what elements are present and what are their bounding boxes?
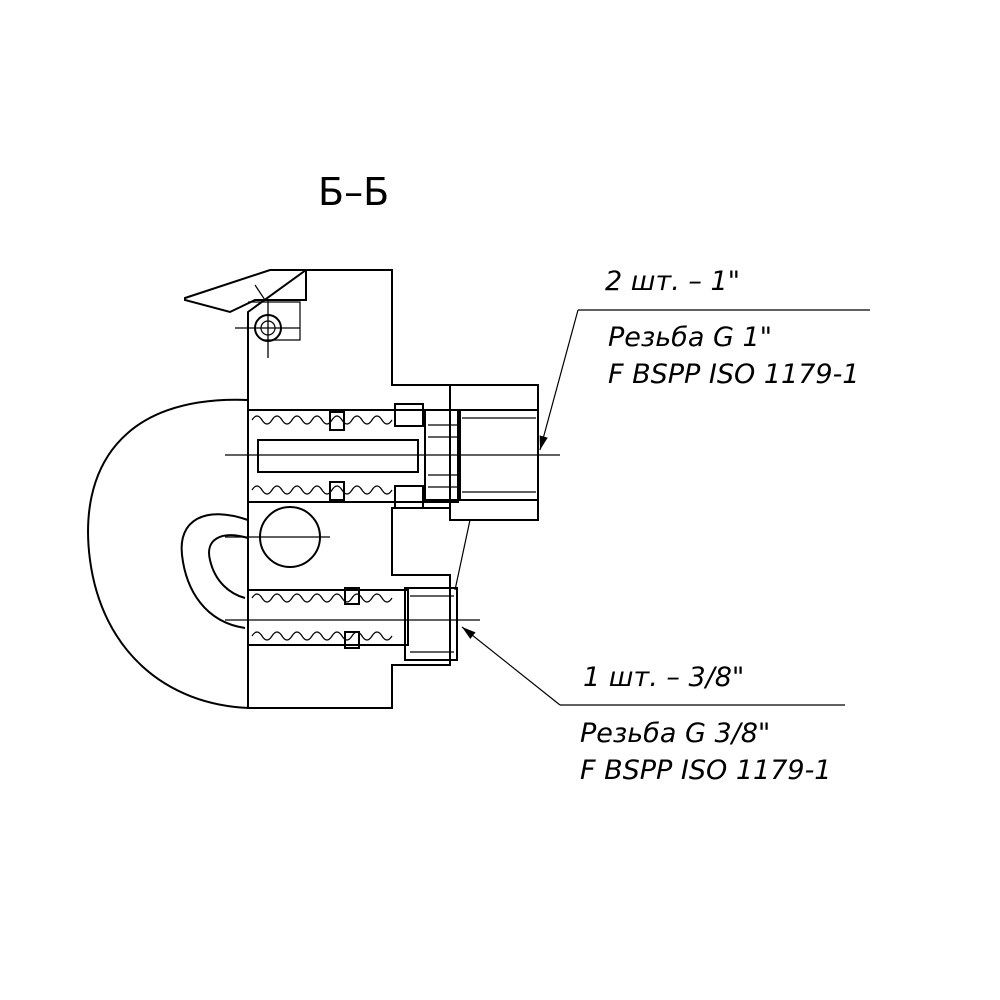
top-lever [184,269,307,314]
upper-seat-b [329,481,345,501]
lower-thread-label-2: F BSPP ISO 1179-1 [580,755,832,786]
upper-seat-a [329,411,345,431]
upper-qty-label: 2 шт. – 1" [605,266,740,297]
leader-upper [539,309,579,451]
hose-loop [87,398,251,709]
upper-spring-bottom [251,485,393,495]
upper-thread-label-2: F BSPP ISO 1179-1 [608,359,860,390]
upper-seat-c [394,403,424,427]
leader-lower [461,626,561,706]
upper-spool-cavity [247,409,459,503]
upper-fitting [449,384,539,521]
body-link-line [454,519,471,591]
hose-inner-loop-2 [208,534,249,599]
lower-spring-bottom [251,631,393,641]
lower-fitting [404,587,458,661]
lower-spool-cavity [247,589,409,646]
main-body [247,269,451,709]
top-lever-slot [248,284,301,341]
lower-spring-top [251,593,393,603]
lower-seat-b [344,631,360,649]
hose-inner-loop [180,513,249,629]
lower-thread-label-1: Резьба G 3/8" [580,718,770,749]
upper-insert-lines [428,424,458,488]
centerline-pin [235,300,300,358]
upper-spool-rod [257,439,419,473]
section-title: Б–Б [318,170,389,214]
upper-thread-label-1: Резьба G 1" [608,322,772,353]
lower-qty-label: 1 шт. – 3/8" [583,662,744,693]
upper-seat-d [394,485,424,509]
lower-seat-a [344,587,360,605]
upper-fitting-thread [462,417,536,493]
upper-spring-top [251,415,393,425]
lower-fitting-thread [410,595,454,653]
